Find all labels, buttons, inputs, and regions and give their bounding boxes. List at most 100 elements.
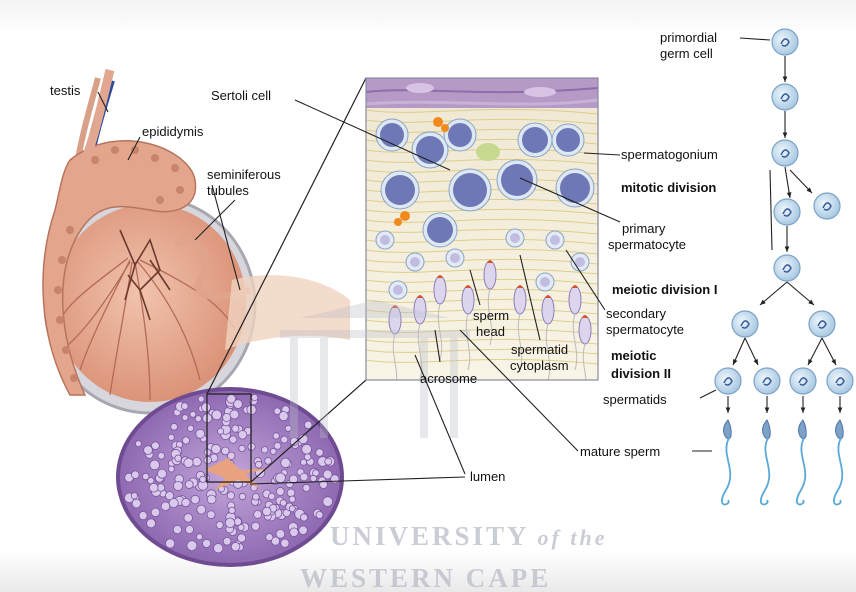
germ-cell-nucleus — [522, 127, 548, 153]
label-epididymis: epididymis — [142, 124, 204, 139]
tubule-cell — [239, 445, 245, 451]
tubule-cell — [281, 539, 289, 547]
mature-sperm-head-4 — [836, 420, 844, 439]
germ-cell-nucleus — [556, 128, 580, 152]
lineage-arrowhead — [726, 407, 731, 413]
tubule-cell — [303, 484, 310, 491]
germ-cell-nucleus — [501, 164, 533, 196]
tubule-cell — [166, 539, 175, 548]
tubule-cell — [207, 495, 216, 504]
tubule-cell — [214, 544, 223, 553]
tubule-cell — [149, 483, 158, 492]
mature-sperm-tail-3 — [797, 438, 805, 504]
tubule-cell — [255, 461, 262, 468]
label-testis: testis — [50, 83, 81, 98]
label-meiotic-division-1: meiotic division I — [612, 282, 717, 297]
tubule-cell — [147, 519, 156, 528]
spermatocyte-nucleus — [380, 235, 390, 245]
tubule-cell — [185, 525, 193, 533]
spermatocyte-nucleus — [510, 233, 520, 243]
tubule-cell — [150, 460, 160, 470]
spermatid — [569, 286, 581, 314]
tubule-cell — [261, 447, 268, 454]
tubule-cell — [231, 542, 240, 551]
tubule-cell — [289, 496, 295, 502]
lineage-arrowhead — [838, 407, 843, 413]
tubule-cell — [152, 442, 160, 450]
tubule-cell — [263, 507, 272, 516]
tubule-cell — [316, 449, 324, 457]
tubule-cell — [229, 507, 236, 514]
label-primary-2: spermatocyte — [608, 237, 686, 252]
tubule-cell — [184, 514, 193, 523]
lineage-arrowhead — [785, 246, 790, 252]
tubule-cross-section — [116, 387, 344, 567]
tubule-cell — [225, 518, 235, 528]
tubule-cell — [173, 525, 181, 533]
label-acrosome: acrosome — [420, 371, 477, 386]
spermatocyte-nucleus — [410, 257, 420, 267]
label-mitotic-division: mitotic division — [621, 180, 716, 195]
tubule-cell — [270, 448, 276, 454]
tubule-cell — [300, 514, 307, 521]
mature-sperm-head-2 — [763, 420, 771, 439]
label-meiotic-division-2b: division II — [611, 366, 671, 381]
tubule-cell — [323, 497, 333, 507]
tubule-cell — [212, 410, 222, 420]
secondary-spermatocyte-1 — [732, 311, 758, 337]
tubule-cell — [290, 528, 299, 537]
leader-spermatids — [700, 390, 716, 398]
leader-primary — [770, 170, 772, 250]
label-spermatid-1: spermatid — [511, 342, 568, 357]
spermatid — [484, 261, 496, 289]
lineage-arrowhead — [765, 407, 770, 413]
tubule-cell — [196, 429, 205, 438]
tubule-cell — [279, 412, 288, 421]
tubule-cell — [253, 493, 260, 500]
tubule-cell — [237, 534, 245, 542]
label-spermatids: spermatids — [603, 392, 667, 407]
spermatocyte-nucleus — [540, 277, 550, 287]
tubule-cell — [234, 400, 243, 409]
mature-sperm-tail-4 — [834, 438, 842, 504]
tubule-cell — [254, 510, 262, 518]
germ-cell-nucleus — [560, 173, 590, 203]
tubule-cell — [168, 466, 174, 472]
tubule-cell — [316, 511, 323, 518]
leader-primordial — [740, 38, 770, 40]
tubule-cell — [287, 489, 295, 497]
germ-cell-nucleus — [416, 136, 444, 164]
label-sperm-head-2: head — [476, 324, 505, 339]
tubule-cell — [182, 437, 189, 444]
germ-cell-nucleus — [427, 217, 453, 243]
tubule-cell — [304, 421, 312, 429]
spermatocyte-nucleus — [393, 285, 403, 295]
tubule-cell — [268, 493, 275, 500]
germ-cell-nucleus — [385, 175, 415, 205]
tubule-cell — [265, 458, 272, 465]
testis-body — [54, 204, 246, 402]
tubule-cell — [252, 522, 260, 530]
spermatocyte-nucleus — [450, 253, 460, 263]
spermatogenesis-lineage — [700, 29, 853, 504]
tubule-cell — [274, 442, 281, 449]
tubule-cell — [223, 537, 231, 545]
tubule-cell — [193, 457, 202, 466]
spermatid — [542, 296, 554, 324]
tubule-cell — [202, 403, 211, 412]
label-secondary-2: spermatocyte — [606, 322, 684, 337]
label-meiotic-division-2a: meiotic — [611, 348, 657, 363]
tubule-cell — [266, 534, 273, 541]
germ-cell-nucleus — [448, 123, 472, 147]
tubule-cell — [276, 488, 284, 496]
spermatid — [434, 276, 446, 304]
tubule-cell — [197, 505, 206, 514]
label-primary-1: primary — [622, 221, 666, 236]
tubule-cell — [281, 436, 288, 443]
tubule-cell — [185, 481, 193, 489]
tubule-cell — [182, 415, 188, 421]
spermatid — [514, 286, 526, 314]
mature-sperm-head-3 — [799, 420, 807, 439]
lineage-arrowhead — [783, 76, 788, 82]
